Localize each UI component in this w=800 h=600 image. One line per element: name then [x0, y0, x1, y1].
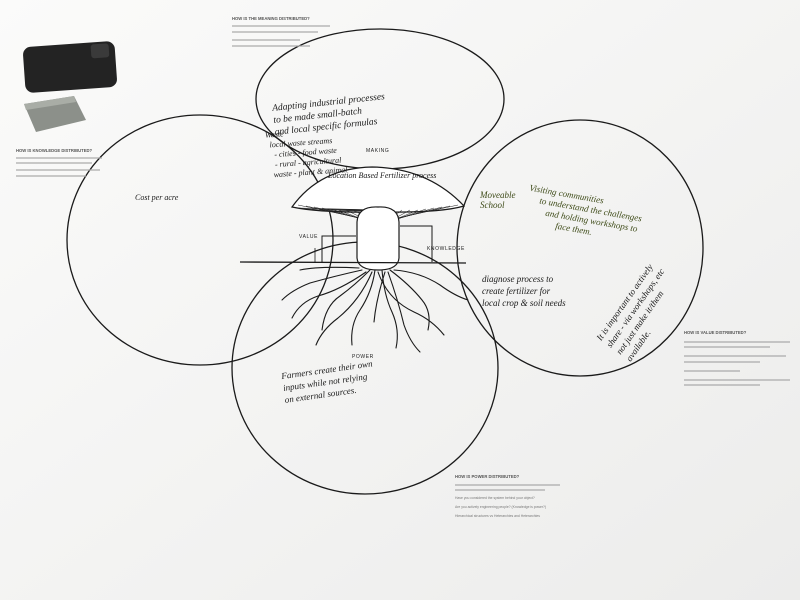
- knowledge-label: KNOWLEDGE: [427, 246, 465, 252]
- knowledge-note-line-2: School: [480, 200, 505, 210]
- knowledge-right-circle: [456, 119, 704, 377]
- making-list: Waste local waste streams - cities - foo…: [265, 129, 349, 179]
- diagnose-line-2: create fertilizer for: [482, 286, 551, 296]
- knowledge-note-line-1: Moveable: [479, 190, 515, 200]
- knowledge-prompt-title: HOW IS KNOWLEDGE DISTRIBUTED?: [16, 148, 93, 153]
- power-label: POWER: [352, 354, 374, 360]
- knowledge-left-circle: [66, 114, 334, 366]
- phone-icon: [23, 41, 117, 93]
- mushroom-cap-note: Location Based Fertilizer process: [327, 171, 436, 180]
- making-list-line-1: Waste: [265, 129, 285, 139]
- making-list-line-3: - cities - food waste: [274, 146, 338, 159]
- making-prompt-title: HOW IS THE MEANING DISTRIBUTED?: [232, 16, 310, 21]
- mushroom-diagram: [239, 166, 469, 353]
- diagnose-note: diagnose process to create fertilizer fo…: [482, 274, 566, 308]
- value-prompt-lines: [684, 341, 790, 386]
- knowledge-right-note: Moveable School Visiting communities to …: [479, 183, 643, 237]
- value-label: VALUE: [299, 234, 318, 240]
- making-prompt-lines: [232, 25, 330, 47]
- making-list-line-2: local waste streams: [269, 136, 332, 149]
- power-prompt-lines: [455, 484, 560, 491]
- making-label: MAKING: [366, 148, 389, 154]
- value-prompt-title: HOW IS VALUE DISTRIBUTED?: [684, 330, 747, 335]
- cost-per-acre-note: Cost per acre: [135, 193, 179, 202]
- power-prompt-title: HOW IS POWER DISTRIBUTED?: [455, 474, 520, 479]
- eraser-icon: [24, 96, 86, 132]
- diagnose-line-1: diagnose process to: [482, 274, 554, 284]
- knowledge-prompt-lines: [16, 157, 102, 177]
- power-prompt-line-2: Are you actively engineering people? (Kn…: [455, 505, 546, 509]
- power-prompt-line-3: Hierarchical structures vs Heterarchies …: [455, 514, 540, 518]
- diagnose-line-3: local crop & soil needs: [482, 298, 566, 308]
- power-prompt-line-1: Have you considered the system behind yo…: [455, 496, 535, 500]
